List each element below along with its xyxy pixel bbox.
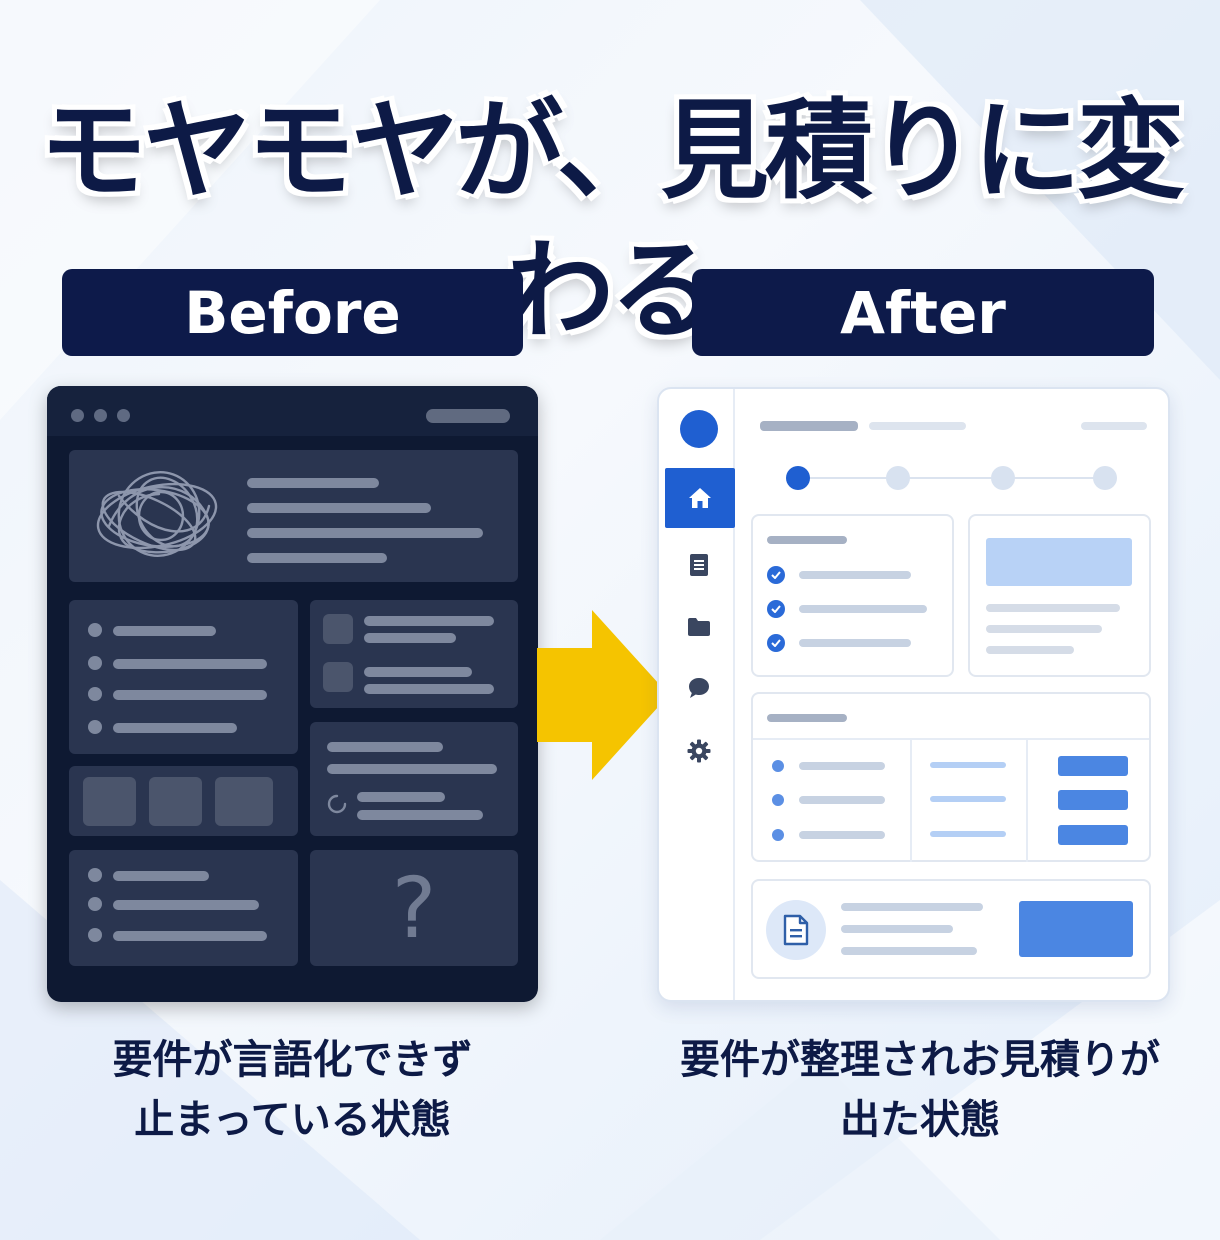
sidebar-item-settings[interactable]: [685, 737, 713, 765]
after-caption-line2: 出た状態: [840, 1097, 1000, 1143]
checkmark-icon: [767, 634, 785, 652]
window-dot: [71, 409, 84, 422]
table-action-button[interactable]: [1058, 825, 1128, 845]
text-line: [247, 553, 387, 563]
after-caption: 要件が整理されお見積りが 出た状態: [640, 1030, 1200, 1150]
document-icon: [690, 554, 708, 576]
after-sidebar: [659, 389, 735, 1000]
sidebar-item-home[interactable]: [665, 468, 735, 528]
checkmark-icon: [767, 566, 785, 584]
stepper-track: [799, 477, 1105, 479]
table-action-button[interactable]: [1058, 790, 1128, 810]
estimate-table-card: [751, 692, 1151, 862]
home-icon: [689, 488, 711, 508]
before-list-card: [69, 600, 298, 754]
loading-spinner-icon: [327, 794, 347, 814]
after-label: After: [692, 269, 1154, 356]
preview-card: [968, 514, 1151, 677]
sidebar-item-chat[interactable]: [685, 674, 713, 702]
before-hero-card: [69, 450, 518, 582]
quote-card: [751, 879, 1151, 979]
before-tiles-card: [69, 766, 298, 836]
sidebar-item-folder[interactable]: [685, 613, 713, 641]
sidebar-item-documents[interactable]: [685, 551, 713, 579]
before-window: ?: [47, 386, 538, 1002]
stepper-step: [886, 466, 910, 490]
header-bar: [869, 422, 966, 430]
window-dot: [117, 409, 130, 422]
quote-document-badge: [766, 900, 826, 960]
quote-submit-button[interactable]: [1019, 901, 1133, 957]
avatar[interactable]: [680, 410, 718, 448]
question-mark: ?: [391, 859, 437, 957]
preview-image: [986, 538, 1132, 586]
tangled-scribble-icon: [96, 471, 218, 557]
header-bar: [1081, 422, 1147, 430]
folder-icon: [688, 618, 710, 636]
stepper-step: [1093, 466, 1117, 490]
before-item-card: [310, 600, 518, 708]
document-icon: [783, 914, 809, 946]
right-arrow-icon: [537, 610, 669, 780]
header-bar: [760, 421, 858, 431]
checklist-card: [751, 514, 954, 677]
headline: モヤモヤが、見積りに変わる: [39, 89, 1185, 354]
before-list-card: [69, 850, 298, 966]
before-caption-line2: 止まっている状態: [134, 1097, 451, 1143]
stepper-step-active: [786, 466, 810, 490]
before-label: Before: [62, 269, 523, 356]
text-line: [247, 503, 431, 513]
text-line: [247, 478, 379, 488]
checkmark-icon: [767, 600, 785, 618]
after-caption-line1: 要件が整理されお見積りが: [680, 1037, 1160, 1083]
before-caption-line1: 要件が言語化できず: [112, 1037, 473, 1083]
before-caption: 要件が言語化できず 止まっている状態: [40, 1030, 545, 1150]
before-loading-card: [310, 722, 518, 836]
window-dot: [94, 409, 107, 422]
text-line: [247, 528, 483, 538]
stepper-step: [991, 466, 1015, 490]
gear-icon: [687, 739, 711, 763]
before-question-card: ?: [310, 850, 518, 966]
after-window: [657, 387, 1170, 1002]
titlebar-bar: [426, 409, 510, 423]
table-action-button[interactable]: [1058, 756, 1128, 776]
chat-bubble-icon: [689, 678, 709, 698]
